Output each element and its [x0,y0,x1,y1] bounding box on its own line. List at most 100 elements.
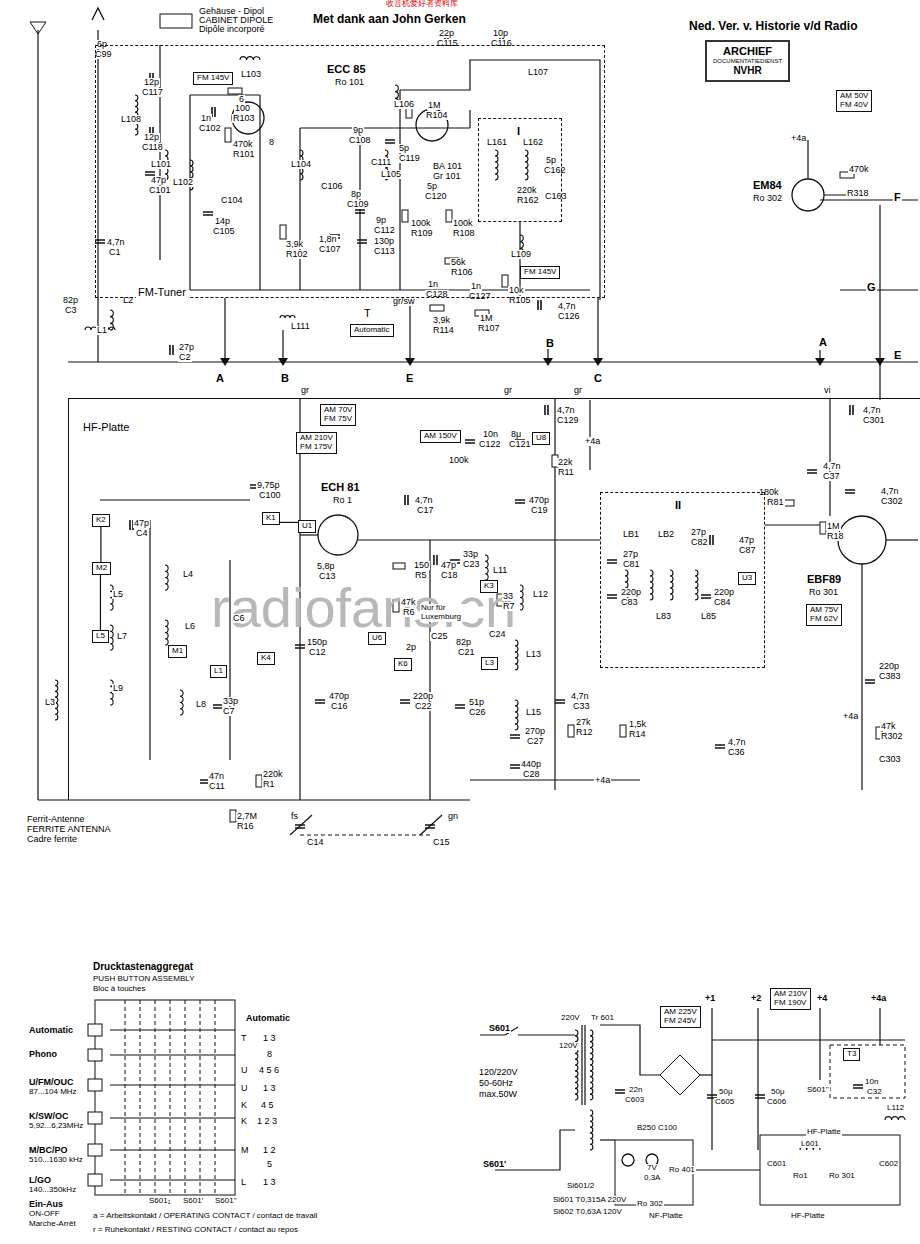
capacitor-symbol [607,595,617,598]
region-title: II [673,499,683,511]
part-label: 4 5 6 [258,1066,280,1075]
voltage-or-switch-text: AM 210V [774,990,807,999]
part-label: C115 [436,39,459,48]
part-label: B [545,338,555,349]
part-label: L107 [527,68,549,77]
part-label: 33p [462,550,479,559]
part-label: 1 3 [262,1178,277,1187]
part-label: A [818,337,828,348]
part-label: 270p [524,727,546,736]
part-label: 82p [62,296,79,305]
push-button [88,1144,102,1156]
coil-symbol [165,565,168,590]
part-label: Si602 T0,63A 120V [552,1208,623,1216]
part-label: 1,5k [628,720,647,729]
part-label: C25 [430,632,449,641]
wire [600,1139,615,1140]
part-label: Phono [28,1050,58,1059]
part-label: 47p [738,536,755,545]
capacitor-symbol [295,645,305,648]
part-label: C100 [258,491,282,500]
region-title: HF-Platte [81,421,131,433]
part-label: Ro 302 [752,194,783,203]
resistor-symbol [225,128,231,142]
resistor-symbol [228,88,242,94]
part-label: U [240,1084,249,1093]
part-label: L13 [525,650,542,659]
part-label: C1 [108,248,122,257]
coil-symbol [575,1030,578,1100]
part-label: R114 [432,326,455,335]
voltage-or-switch-text: K6 [398,660,408,669]
part-label: C102 [198,124,222,133]
part-label: 1,8n [318,235,338,244]
part-label: +4a [584,437,601,446]
capacitor-symbol [845,490,855,493]
coil-symbol [650,570,653,600]
part-label: vi [823,386,832,395]
capacitor-symbol [455,705,465,708]
part-label: gr/sw [392,297,416,306]
wire [359,128,360,290]
switch-box: K3 [480,580,498,593]
part-label: R7 [502,602,516,611]
part-label: +4a [870,994,887,1003]
wire [886,539,918,540]
bus-arrow [405,358,415,366]
dashed-line [200,1000,201,1195]
part-label: Ro 1 [332,496,353,505]
part-label: C [593,373,603,384]
wire [300,534,318,535]
wire [97,30,98,362]
part-label: L/GO [28,1176,52,1185]
part-label: 2p [405,643,417,652]
part-label: C129 [556,416,580,425]
part-label: C119 [398,154,421,163]
voltage-or-switch-text: U1 [302,522,312,531]
board-region: I [478,118,562,222]
switch-box: K6 [394,658,412,671]
part-label: L106 [393,100,415,109]
wire [518,1034,575,1035]
capacitor-symbol [755,1095,765,1098]
part-label: +1 [704,994,716,1003]
part-label: Ein-Aus [28,1200,64,1209]
part-label: 220p [620,588,642,597]
part-label: 4,7n [106,238,126,247]
part-label: K [240,1101,248,1110]
part-label: L102 [172,178,194,187]
capacitor-symbol [295,825,305,828]
part-label: 22n [628,1086,643,1094]
part-label: L1 [96,326,108,335]
part-label: C6 [232,614,246,623]
wire [429,540,430,800]
part-label: 100 [234,104,251,113]
voltage-or-switch-text: FM 175V [300,443,333,452]
voltage-or-switch-text: L3 [485,659,494,668]
region-title: I [515,125,522,137]
part-label: S601'' [214,1197,238,1205]
capacitor-symbol [865,680,875,683]
part-label: E [405,373,414,384]
part-label: ON-OFF [28,1210,61,1218]
button-row [110,1150,235,1151]
capacitor-symbol [807,470,817,473]
part-label: U/FM/OUC [28,1078,75,1087]
rectifier-bridge [660,1055,700,1095]
voltage-or-switch-text: AM 50V [840,92,868,101]
voltage-or-switch-text: FM 75V [324,415,352,424]
part-label: Ferrit-Antenne [26,815,86,824]
part-label: 130p [373,237,395,246]
switch-box: T3 [843,1048,860,1061]
part-label: Gehäuse - Dipol [198,7,265,16]
part-label: Automatic [28,1026,74,1035]
region-title: FM-Tuner [136,286,188,298]
part-label: L [240,1178,247,1187]
part-label: C21 [457,648,476,657]
part-label: 470k [232,140,254,149]
part-label: C19 [530,506,549,515]
capacitor-symbol [607,560,617,563]
part-label: L6 [184,622,196,631]
